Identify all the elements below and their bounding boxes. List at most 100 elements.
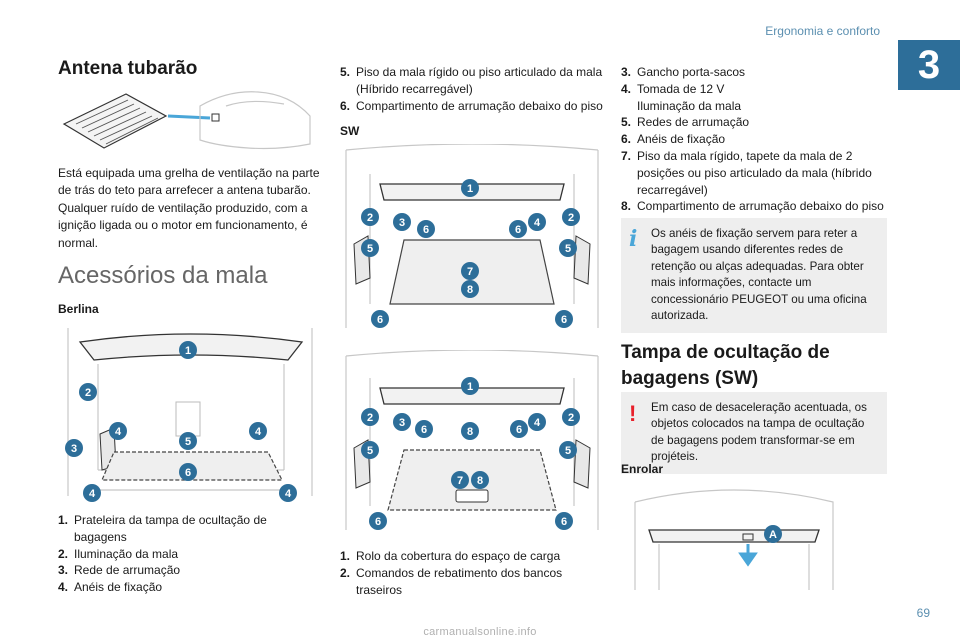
list-item: 2.Iluminação da mala <box>58 546 179 561</box>
callout-6b: 6 <box>510 420 528 438</box>
info-note: i Os anéis de fixação servem para reter … <box>621 218 887 333</box>
svg-text:4: 4 <box>285 488 292 500</box>
sw-top-badges: 1 2 3 6 6 4 2 5 5 7 8 6 6 <box>361 179 580 328</box>
callout-6a: 6 <box>415 420 433 438</box>
svg-text:4: 4 <box>534 417 541 429</box>
berlina-legend: 1.Prateleira da tampa de ocultação de ba… <box>58 512 322 596</box>
callout-2b: 2 <box>562 208 580 226</box>
warning-note: ! Em caso de desaceleração acentuada, os… <box>621 392 887 474</box>
callout-3: 3 <box>65 439 83 457</box>
page-number: 69 <box>916 606 930 620</box>
berlina-badges: 1 2 3 4 5 4 6 4 4 <box>65 341 297 502</box>
svg-text:5: 5 <box>367 243 373 255</box>
watermark: carmanualsonline.info <box>423 626 537 638</box>
callout-1: 1 <box>179 341 197 359</box>
list-item: 3.Gancho porta-sacos <box>621 65 746 79</box>
antenna-title: Antena tubarão <box>58 58 198 79</box>
svg-text:7: 7 <box>467 266 473 278</box>
info-icon: i <box>629 226 638 252</box>
svg-text:4: 4 <box>534 217 541 229</box>
callout-4d: 4 <box>279 484 297 502</box>
callout-3: 3 <box>393 413 411 431</box>
header-section-title: Ergonomia e conforto <box>765 24 880 38</box>
callout-8: 8 <box>461 280 479 298</box>
callout-4a: 4 <box>109 422 127 440</box>
svg-text:5: 5 <box>565 243 571 255</box>
callout-1: 1 <box>461 377 479 395</box>
callout-6b: 6 <box>509 220 527 238</box>
svg-text:2: 2 <box>367 212 373 224</box>
col2-top-legend: 5.Piso da mala rígido ou piso articulado… <box>340 64 604 114</box>
list-item: 6.Anéis de fixação <box>621 132 726 147</box>
svg-text:7: 7 <box>457 475 463 487</box>
roll-label: Enrolar <box>621 462 664 476</box>
svg-text:8: 8 <box>467 284 473 296</box>
sw-boot-illustration-bottom <box>345 350 599 530</box>
antenna-body: Está equipada uma grelha de ventilação n… <box>58 166 320 250</box>
svg-text:1: 1 <box>467 183 473 195</box>
svg-text:A: A <box>769 529 777 541</box>
svg-text:6: 6 <box>561 516 567 528</box>
list-item: 5.Piso da mala rígido ou piso articulado… <box>340 65 603 96</box>
callout-4: 4 <box>528 213 546 231</box>
shark-antenna-illustration <box>62 91 311 150</box>
svg-text:8: 8 <box>477 475 483 487</box>
list-item: 4.Anéis de fixação <box>58 580 163 595</box>
roll-badge: A <box>764 525 782 543</box>
svg-text:1: 1 <box>467 381 473 393</box>
svg-text:4: 4 <box>255 426 262 438</box>
svg-text:2: 2 <box>367 412 373 424</box>
list-item: 1.Prateleira da tampa de ocultação de ba… <box>58 513 267 544</box>
chapter-tab: 3 <box>898 40 960 90</box>
sw-label: SW <box>340 124 360 138</box>
cover-title: Tampa de ocultação de bagagens (SW) <box>621 342 830 389</box>
svg-text:6: 6 <box>516 424 522 436</box>
sw-bottom-badges: 1 2 3 6 8 6 4 2 5 5 7 8 6 6 <box>361 377 580 530</box>
callout-8a: 8 <box>461 422 479 440</box>
svg-text:3: 3 <box>399 217 405 229</box>
list-item: 3.Rede de arrumação <box>58 563 181 578</box>
callout-2b: 2 <box>562 408 580 426</box>
callout-4: 4 <box>528 413 546 431</box>
svg-text:6: 6 <box>185 467 191 479</box>
list-item: 8.Compartimento de arrumação debaixo do … <box>621 199 884 214</box>
warning-icon: ! <box>629 401 637 426</box>
callout-6a: 6 <box>417 220 435 238</box>
svg-text:1: 1 <box>185 345 191 357</box>
list-item: 4.Tomada de 12 V Iluminação da mala <box>621 81 742 113</box>
list-item: 6.Compartimento de arrumação debaixo do … <box>340 98 603 113</box>
callout-6d: 6 <box>555 512 573 530</box>
svg-text:4: 4 <box>89 488 96 500</box>
callout-5: 5 <box>179 432 197 450</box>
callout-6c: 6 <box>371 310 389 328</box>
svg-text:5: 5 <box>185 436 191 448</box>
callout-5b: 5 <box>559 239 577 257</box>
svg-text:2: 2 <box>85 387 91 399</box>
callout-A: A <box>764 525 782 543</box>
callout-2: 2 <box>79 383 97 401</box>
callout-6d: 6 <box>555 310 573 328</box>
list-item: 1.Rolo da cobertura do espaço de carga <box>340 549 561 563</box>
callout-6: 6 <box>179 463 197 481</box>
callout-1: 1 <box>461 179 479 197</box>
svg-text:4: 4 <box>115 426 122 438</box>
callout-7: 7 <box>461 262 479 280</box>
callout-4c: 4 <box>83 484 101 502</box>
callout-5b: 5 <box>559 441 577 459</box>
sw-legend: 1.Rolo da cobertura do espaço de carga 2… <box>340 548 604 598</box>
callout-5a: 5 <box>361 441 379 459</box>
svg-text:6: 6 <box>561 314 567 326</box>
svg-text:6: 6 <box>515 224 521 236</box>
svg-text:5: 5 <box>367 445 373 457</box>
list-item: 2.Comandos de rebatimento dos bancos tra… <box>340 565 563 597</box>
callout-3: 3 <box>393 213 411 231</box>
svg-text:6: 6 <box>375 516 381 528</box>
callout-5a: 5 <box>361 239 379 257</box>
svg-text:6: 6 <box>423 224 429 236</box>
accessories-title: Acessórios da mala <box>58 262 268 289</box>
svg-text:3: 3 <box>399 417 405 429</box>
callout-2a: 2 <box>361 208 379 226</box>
col3-legend: 3.Gancho porta-sacos 4.Tomada de 12 V Il… <box>621 64 887 215</box>
berlina-label: Berlina <box>58 302 99 316</box>
svg-text:3: 3 <box>71 443 77 455</box>
